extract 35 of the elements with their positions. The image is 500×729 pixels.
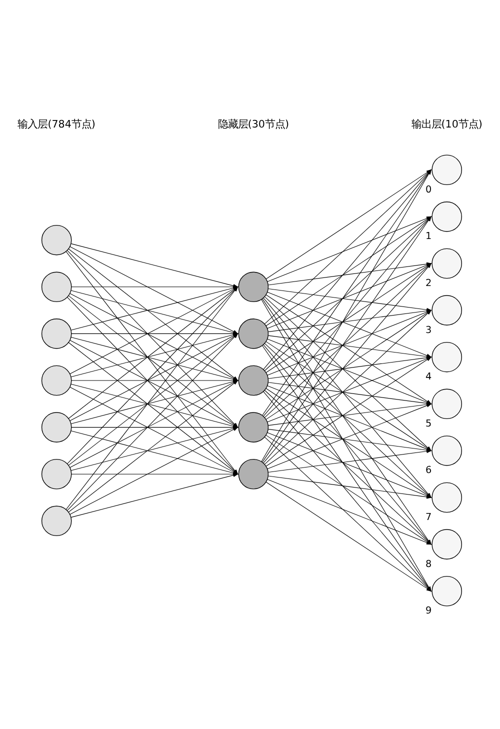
- node-circle: [238, 365, 269, 396]
- node-circle: [238, 412, 269, 442]
- node-circle: [41, 224, 72, 256]
- label: 输入层(784节点): [18, 118, 96, 131]
- node-circle: [432, 436, 462, 466]
- label: 输出层(10节点): [411, 118, 482, 131]
- node-label: 5: [426, 418, 432, 430]
- node-circle: [432, 342, 462, 372]
- node-circle: [41, 318, 72, 349]
- node-label: 2: [426, 278, 432, 289]
- node-label: 8: [426, 558, 432, 570]
- node-label: 0: [426, 184, 432, 196]
- node-circle: [41, 272, 72, 302]
- node-circle: [432, 202, 462, 232]
- label: 隐藏层(30节点): [218, 118, 290, 131]
- node-label: 6: [426, 465, 432, 476]
- node-circle: [41, 412, 72, 442]
- node-label: 3: [426, 324, 432, 336]
- node-circle: [238, 272, 269, 302]
- node-circle: [41, 458, 72, 490]
- node-circle: [432, 529, 462, 560]
- node-circle: [432, 482, 462, 513]
- node-circle: [432, 295, 462, 326]
- node-circle: [41, 365, 72, 396]
- node-circle: [238, 318, 269, 349]
- node-circle: [432, 576, 462, 606]
- node-circle: [432, 248, 462, 279]
- node-circle: [238, 458, 269, 490]
- node-label: 9: [426, 606, 432, 617]
- node-label: 1: [426, 231, 432, 242]
- node-circle: [432, 154, 462, 186]
- node-circle: [41, 506, 72, 536]
- node-circle: [432, 388, 462, 420]
- node-label: 4: [426, 372, 432, 383]
- node-label: 7: [426, 512, 432, 524]
